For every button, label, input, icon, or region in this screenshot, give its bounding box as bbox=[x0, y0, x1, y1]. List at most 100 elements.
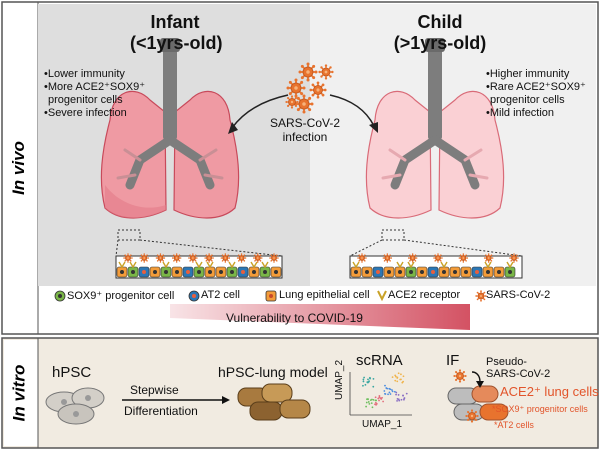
virus-label-line2: infection bbox=[282, 130, 328, 144]
child-cells-virus-7 bbox=[509, 253, 519, 263]
child-cells-cell bbox=[394, 261, 406, 278]
infant-cells-virus-4 bbox=[171, 253, 182, 263]
if-label: IF bbox=[446, 352, 460, 369]
virus-particle-1 bbox=[298, 62, 318, 82]
legend-icons bbox=[54, 290, 487, 302]
legend-at2-nucleus bbox=[192, 294, 196, 298]
ace2-lung-cells-label: ACE2⁺ lung cells bbox=[500, 384, 599, 399]
umap-point bbox=[383, 390, 386, 392]
child-title: Child (>1yrs-old) bbox=[390, 12, 490, 54]
umap-point bbox=[368, 402, 371, 405]
infant-cells-cell bbox=[160, 261, 172, 278]
differentiation-label: Differentiation bbox=[124, 404, 198, 418]
stepwise-label: Stepwise bbox=[130, 383, 179, 397]
umap-point bbox=[395, 391, 398, 394]
umap2-label: UMAP_2 bbox=[334, 359, 345, 400]
child-cells-cell bbox=[438, 261, 450, 278]
vulnerability-wedge bbox=[170, 304, 470, 330]
child-bullet-2b: progenitor cells bbox=[490, 94, 565, 106]
virus-label-line1: SARS-CoV-2 bbox=[269, 116, 341, 130]
umap-point bbox=[362, 378, 365, 381]
umap-point bbox=[380, 398, 383, 400]
legend-epithelial-label: Lung epithelial cell bbox=[279, 289, 370, 301]
umap-plot bbox=[349, 372, 412, 416]
umap-point bbox=[402, 394, 404, 397]
child-bullet-3: •Mild infection bbox=[486, 107, 555, 119]
umap-point bbox=[374, 396, 377, 399]
infant-cells-cell bbox=[204, 261, 216, 278]
infant-cells-virus-9 bbox=[253, 253, 263, 263]
umap-point bbox=[403, 398, 405, 401]
umap-point bbox=[369, 399, 372, 401]
infant-cells-cell bbox=[237, 266, 249, 278]
if-arrow-head bbox=[476, 381, 484, 388]
child-cells-cell bbox=[372, 266, 384, 278]
umap-point bbox=[370, 402, 373, 405]
child-cells bbox=[350, 253, 519, 278]
arrow-to-infant-head bbox=[228, 122, 238, 134]
infant-title-main: Infant bbox=[150, 12, 200, 32]
hpsc-lung-model-label: hPSC-lung model bbox=[218, 364, 328, 380]
infant-cells-virus-5 bbox=[188, 253, 198, 263]
umap-point bbox=[372, 398, 375, 401]
child-bullets: •Higher immunity •Rare ACE2⁺SOX9⁺ progen… bbox=[486, 68, 586, 120]
umap-point bbox=[400, 378, 402, 381]
infant-cells-virus-1 bbox=[123, 253, 133, 263]
infant-cells-cell bbox=[138, 266, 150, 278]
child-title-age: (>1yrs-old) bbox=[393, 33, 487, 53]
infant-cells-virus-8 bbox=[236, 253, 247, 263]
umap-point bbox=[400, 373, 402, 376]
infant-bullet-2b: progenitor cells bbox=[48, 94, 123, 106]
infant-cells-cell bbox=[193, 261, 205, 278]
child-bullet-2: •Rare ACE2⁺SOX9⁺ bbox=[486, 81, 586, 93]
virus-infection-label: SARS-CoV-2 infection bbox=[262, 116, 348, 144]
umap-point bbox=[377, 397, 380, 400]
umap-point bbox=[369, 377, 371, 380]
if-virus-icons bbox=[453, 369, 479, 423]
legend-sars-icon bbox=[475, 290, 487, 302]
infant-bullet-3: •Severe infection bbox=[44, 107, 127, 119]
umap-point bbox=[378, 395, 381, 397]
infant-cells-virus-6 bbox=[204, 253, 214, 263]
infant-cells-cell bbox=[116, 261, 128, 278]
umap-point bbox=[374, 403, 376, 406]
arrow-to-infant bbox=[231, 94, 289, 129]
umap-point bbox=[394, 375, 397, 378]
child-cells-cell bbox=[405, 261, 417, 278]
hpsc-cells-icon bbox=[45, 387, 105, 425]
umap-point bbox=[397, 394, 400, 396]
umap-point bbox=[396, 380, 399, 383]
umap-point bbox=[391, 376, 394, 379]
child-cells-cell bbox=[493, 266, 505, 278]
child-cells-virus-5 bbox=[458, 253, 469, 263]
child-cells-virus-6 bbox=[483, 253, 494, 263]
virus-particle-5 bbox=[318, 64, 334, 80]
legend-sox9-nucleus bbox=[58, 294, 62, 298]
legend-at2-label: AT2 cell bbox=[201, 289, 240, 301]
umap-point bbox=[372, 385, 375, 388]
umap-point bbox=[375, 402, 378, 405]
pseudo-virus-label: Pseudo- SARS-CoV-2 bbox=[486, 356, 550, 380]
if-arrow bbox=[471, 371, 481, 383]
in-vivo-label: In vivo bbox=[9, 141, 29, 195]
umap-point bbox=[402, 375, 405, 378]
if-virus-2 bbox=[465, 409, 479, 423]
infant-cells-virus-7 bbox=[220, 253, 231, 263]
in-vitro-label: In vitro bbox=[9, 364, 29, 422]
virus-particle-2 bbox=[286, 78, 306, 98]
infant-cells bbox=[116, 253, 282, 278]
umap1-label: UMAP_1 bbox=[362, 419, 403, 430]
virus-particle-3 bbox=[309, 81, 327, 99]
umap-point bbox=[387, 393, 389, 396]
umap-point bbox=[371, 406, 374, 409]
legend-virus-particle bbox=[475, 290, 487, 302]
child-cells-cell bbox=[383, 266, 395, 278]
child-cells-virus-3 bbox=[407, 253, 418, 263]
arrow-to-child bbox=[329, 94, 375, 127]
in-vivo-side-bar bbox=[4, 4, 38, 332]
virus-particle-6 bbox=[285, 95, 299, 109]
umap-point bbox=[384, 384, 386, 387]
child-zoom-line-left bbox=[349, 239, 383, 257]
umap-point bbox=[363, 376, 366, 379]
umap-point bbox=[382, 400, 385, 403]
